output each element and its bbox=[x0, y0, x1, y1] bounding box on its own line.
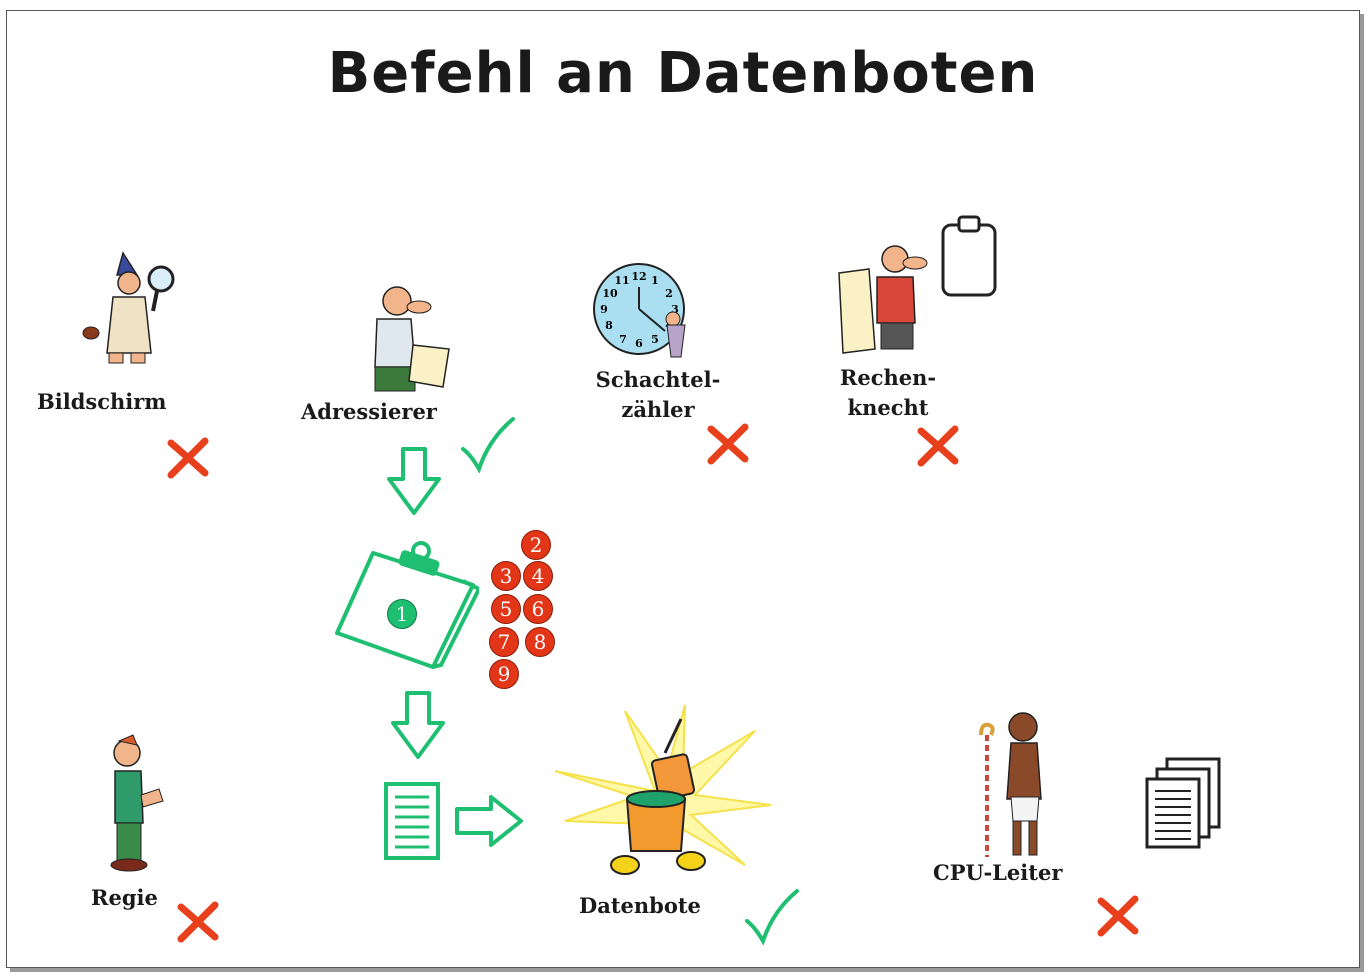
clock-number: 9 bbox=[600, 303, 608, 316]
number-badge: 9 bbox=[489, 659, 519, 689]
slide-title: Befehl an Datenboten bbox=[327, 41, 1039, 106]
right-arrow-icon bbox=[455, 795, 523, 847]
number-badge: 6 bbox=[523, 594, 553, 624]
number-badge: 2 bbox=[521, 530, 551, 560]
label-rechen-line1: Rechen- bbox=[839, 365, 937, 390]
label-cpu-leiter: CPU-Leiter bbox=[933, 860, 1063, 885]
checkmark-icon bbox=[745, 889, 799, 945]
clock-number: 3 bbox=[671, 303, 679, 316]
label-schachtel-line2: zähler bbox=[621, 397, 695, 422]
number-badge: 8 bbox=[525, 627, 555, 657]
cpu-leiter-figure bbox=[979, 712, 1042, 857]
clock-number: 11 bbox=[614, 274, 629, 287]
clock-number: 7 bbox=[619, 333, 627, 346]
clock-number: 1 bbox=[651, 274, 659, 287]
rechenknecht-figure bbox=[838, 245, 928, 354]
number-badge: 7 bbox=[489, 627, 519, 657]
label-rechen-line2: knecht bbox=[847, 395, 929, 420]
adressierer-figure bbox=[374, 286, 450, 392]
label-adressierer: Adressierer bbox=[301, 399, 437, 424]
clipboard-number-badge: 1 bbox=[387, 599, 417, 629]
clock-number: 2 bbox=[665, 287, 673, 300]
clock-number: 8 bbox=[605, 319, 613, 332]
number-badge: 4 bbox=[523, 561, 553, 591]
cross-icon bbox=[707, 423, 749, 465]
clipboard-outline-icon bbox=[941, 215, 997, 297]
slide: Befehl an Datenboten Bildschirm Adressie… bbox=[6, 10, 1360, 968]
clock-number: 6 bbox=[635, 337, 643, 350]
number-badge: 5 bbox=[491, 594, 521, 624]
stacked-documents-icon bbox=[1145, 757, 1221, 849]
clock-number: 5 bbox=[651, 333, 659, 346]
clock-number: 10 bbox=[602, 287, 618, 300]
green-document-icon bbox=[384, 782, 440, 860]
cross-icon bbox=[167, 437, 209, 479]
regie-figure bbox=[110, 734, 164, 872]
checkmark-icon bbox=[461, 417, 515, 473]
label-datenbote: Datenbote bbox=[579, 893, 701, 918]
datenbote-figure bbox=[554, 704, 772, 875]
cross-icon bbox=[177, 901, 219, 943]
label-regie: Regie bbox=[91, 885, 158, 910]
label-schachtel-line1: Schachtel- bbox=[595, 367, 721, 392]
down-arrow-icon bbox=[387, 447, 441, 515]
cross-icon bbox=[1097, 895, 1139, 937]
clock-number: 12 bbox=[631, 270, 646, 283]
label-bildschirm: Bildschirm bbox=[37, 389, 167, 414]
clock-icon: 12 1 2 3 4 5 6 7 8 9 10 11 bbox=[593, 263, 686, 358]
cross-icon bbox=[917, 425, 959, 467]
down-arrow-icon bbox=[391, 691, 445, 759]
number-badge: 3 bbox=[491, 561, 521, 591]
detective-figure bbox=[82, 251, 175, 364]
